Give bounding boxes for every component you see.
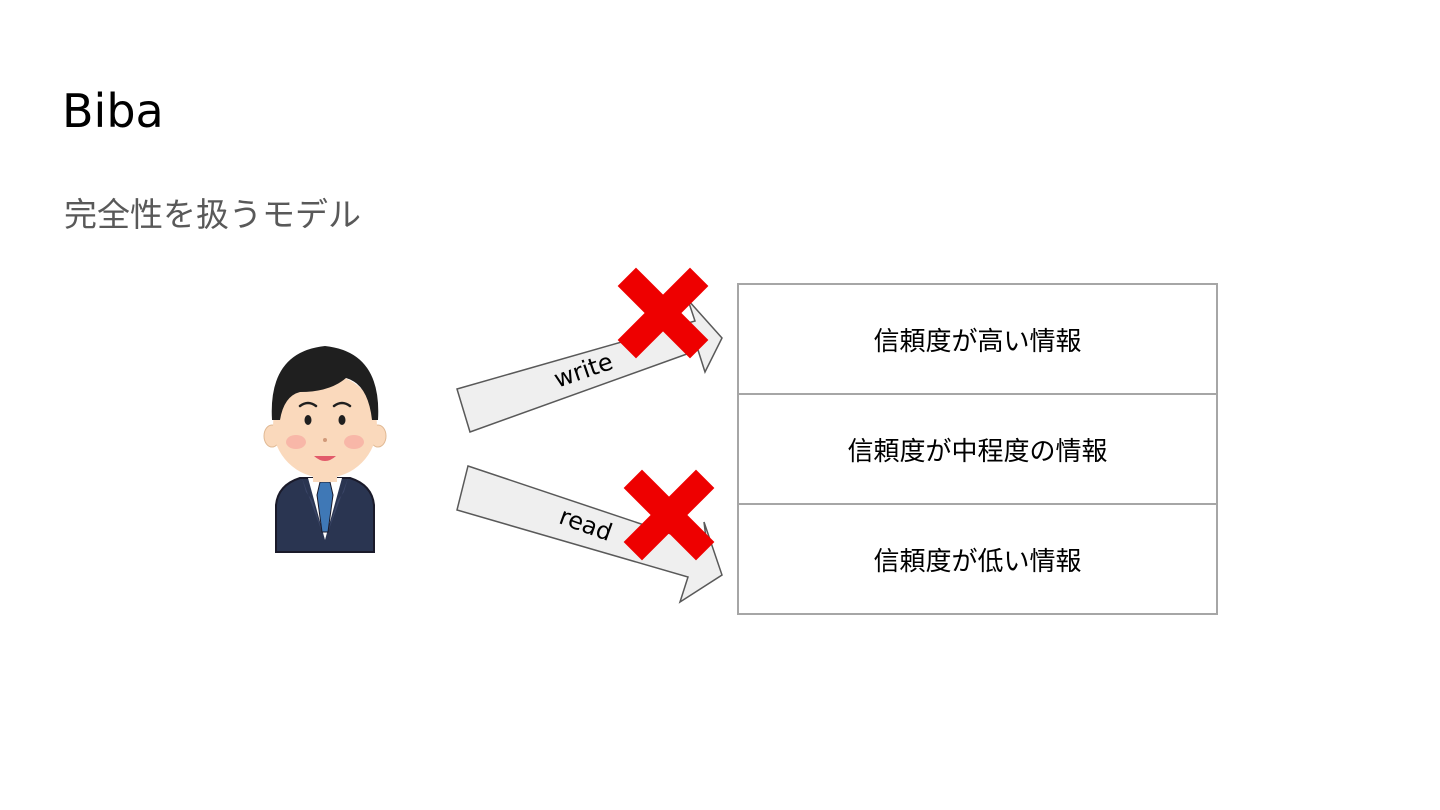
- cross-mark-icon: [617, 267, 709, 359]
- level-high: 信頼度が高い情報: [739, 285, 1216, 395]
- read-arrow: read: [456, 465, 723, 604]
- write-arrow: write: [456, 299, 723, 433]
- businessman-icon: [263, 346, 387, 553]
- level-medium: 信頼度が中程度の情報: [739, 395, 1216, 505]
- slide-subtitle: 完全性を扱うモデル: [64, 195, 361, 234]
- integrity-level-table: 信頼度が高い情報 信頼度が中程度の情報 信頼度が低い情報: [737, 283, 1218, 615]
- write-label: write: [550, 347, 616, 393]
- level-low: 信頼度が低い情報: [873, 546, 1082, 577]
- cross-mark-icon: [623, 469, 715, 561]
- read-label: read: [556, 502, 616, 547]
- slide-title: Biba: [62, 84, 164, 138]
